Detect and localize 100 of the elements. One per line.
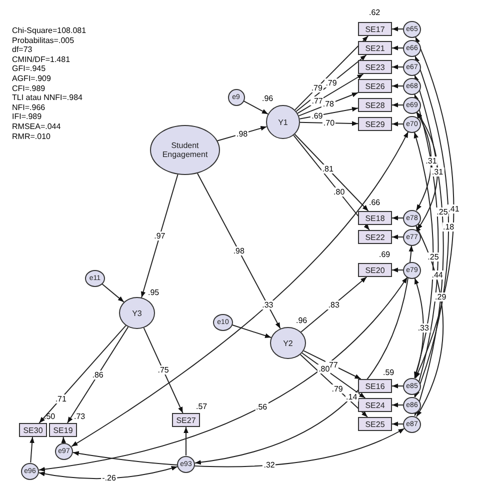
- fit-statistic: NFI=.966: [12, 102, 46, 112]
- arrow: [66, 326, 129, 424]
- arrow: [392, 46, 404, 50]
- arrow: [303, 350, 362, 380]
- covariance-arrow: [38, 466, 178, 480]
- covariance-arrow: [415, 225, 444, 418]
- value-label: .62: [369, 8, 380, 17]
- arrow: [232, 324, 272, 338]
- arrow: [297, 74, 364, 114]
- arrow: [143, 327, 184, 414]
- indicator-box: SE21: [358, 41, 392, 55]
- fit-statistic: Probabilitas=.005: [12, 36, 76, 46]
- arrow: [302, 352, 366, 398]
- arrow: [392, 102, 404, 108]
- arrow: [298, 92, 358, 116]
- arrow: [294, 36, 369, 110]
- covariance-arrow: [72, 428, 405, 468]
- covariance-arrow: [414, 36, 454, 379]
- latent-variable-ellipse: Y1: [266, 105, 300, 139]
- edge-label: .18: [442, 222, 456, 232]
- indicator-box: SE20: [358, 263, 392, 277]
- indicator-box: SE19: [49, 423, 77, 437]
- indicator-box: SE28: [358, 98, 392, 112]
- arrow: [38, 325, 126, 424]
- edge-label: -.26: [101, 474, 117, 483]
- value-label: .50: [44, 412, 56, 421]
- arrow: [243, 100, 268, 115]
- arrow: [102, 283, 124, 303]
- covariance-arrow: [416, 112, 432, 212]
- arrow: [184, 426, 188, 456]
- edge-label: .77: [310, 96, 324, 106]
- arrow: [30, 436, 34, 464]
- edge-label: .80: [332, 188, 346, 197]
- edge-label: .41: [447, 204, 460, 214]
- edge-label: .32: [262, 460, 276, 470]
- edge-label: .70: [322, 118, 336, 128]
- indicator-box: SE22: [358, 230, 392, 244]
- arrow: [392, 64, 404, 70]
- indicator-box: SE17: [358, 22, 392, 36]
- arrow: [392, 84, 404, 88]
- indicator-box: SE18: [358, 211, 392, 225]
- arrow: [300, 121, 358, 126]
- edge-label: .97: [153, 231, 166, 240]
- arrow: [392, 234, 404, 240]
- fit-statistic: GFI=.945: [12, 64, 47, 74]
- edge-label: .69: [310, 111, 324, 120]
- arrow: [293, 134, 370, 230]
- edge-label: .44: [430, 270, 444, 280]
- latent-variable-ellipse: Y2: [270, 327, 306, 359]
- latent-variable-ellipse: Y3: [119, 297, 155, 329]
- covariance-arrow: [414, 55, 450, 398]
- arrow: [196, 172, 281, 330]
- edge-label: .79: [310, 83, 324, 92]
- latent-variable-ellipse: Student Engagement: [150, 125, 220, 175]
- edge-label: .98: [232, 246, 246, 256]
- covariance-arrow: [38, 276, 408, 472]
- covariance-arrow: [416, 112, 438, 230]
- edge-label: .80: [318, 364, 331, 374]
- edge-label: .98: [236, 129, 249, 138]
- covariance-arrow: [414, 132, 434, 378]
- edge-label: .86: [91, 370, 104, 380]
- value-label: .57: [196, 402, 208, 411]
- arrow: [392, 216, 404, 220]
- value-label: .96: [296, 316, 308, 325]
- arrow: [140, 174, 178, 298]
- edge-label: .56: [254, 402, 268, 412]
- indicator-box: SE30: [19, 423, 47, 437]
- arrow: [61, 436, 66, 444]
- arrow: [392, 384, 404, 388]
- value-label: .69: [379, 250, 390, 259]
- indicator-box: SE16: [358, 379, 392, 393]
- edge-label: .31: [424, 156, 438, 166]
- edge-label: .33: [261, 300, 274, 310]
- fit-statistic: RMR=.010: [12, 132, 52, 142]
- value-label: .96: [262, 94, 274, 103]
- fit-statistic: CFI=.989: [12, 84, 46, 94]
- fit-statistic: IFI=.989: [12, 112, 43, 122]
- edge-label: .71: [54, 394, 68, 404]
- fit-statistic: CMIN/DF=1.481: [12, 54, 72, 64]
- covariance-arrow: [194, 244, 414, 464]
- edge-label: .83: [327, 300, 340, 309]
- edge-label: .14: [345, 392, 358, 402]
- value-label: .66: [369, 198, 380, 207]
- arrow: [294, 134, 369, 212]
- indicator-box: SE27: [172, 413, 200, 427]
- covariance-arrow: [414, 74, 444, 416]
- arrow: [300, 276, 368, 333]
- fit-statistic: AGFI=.909: [12, 74, 52, 84]
- covariance-arrow: [71, 131, 409, 447]
- indicator-box: SE29: [358, 117, 392, 131]
- arrow: [300, 354, 368, 418]
- fit-statistic: df=73: [12, 45, 34, 55]
- arrow: [296, 54, 367, 112]
- fit-statistic: RMSEA=.044: [12, 122, 62, 132]
- value-label: .95: [148, 288, 160, 297]
- indicator-box: SE24: [358, 398, 392, 412]
- edge-label: .25: [426, 252, 440, 261]
- indicator-box: SE23: [358, 60, 392, 74]
- edge-label: .75: [156, 366, 170, 375]
- edge-label: .33: [416, 324, 430, 332]
